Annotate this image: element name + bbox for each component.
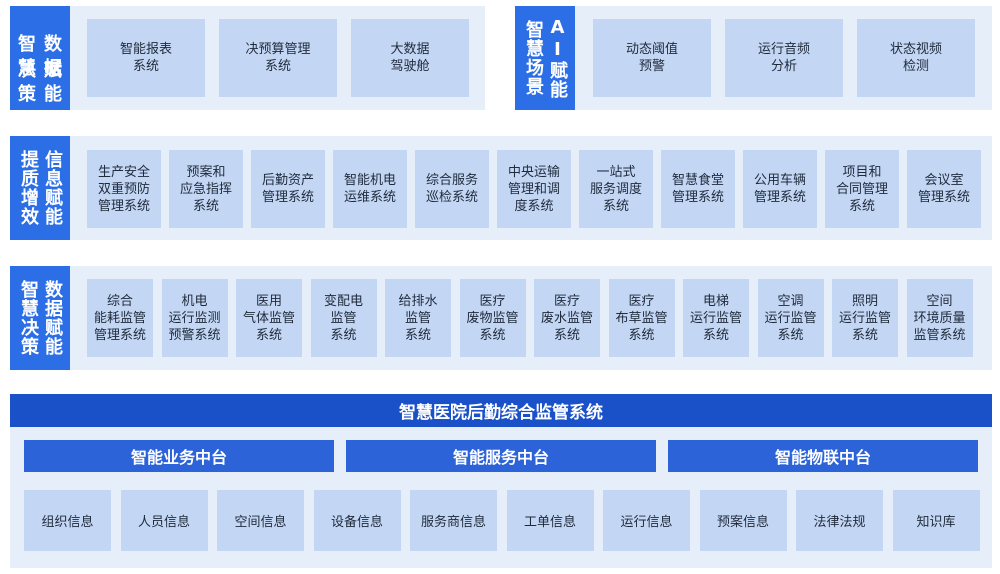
row2-item-3: 后勤资产 管理系统 bbox=[251, 150, 325, 228]
platform-3: 智能物联中台 bbox=[668, 440, 978, 472]
row2-item-5: 综合服务 巡检系统 bbox=[415, 150, 489, 228]
row2-item-8: 智慧食堂 管理系统 bbox=[661, 150, 735, 228]
row3-item-5: 给排水 监管 系统 bbox=[385, 279, 451, 357]
row1-right-label-col2: AI赋能 bbox=[547, 17, 568, 99]
row3-item-6: 医疗 废物监管 系统 bbox=[459, 279, 526, 357]
row2-item-4: 智能机电 运维系统 bbox=[333, 150, 407, 228]
row3-item-8: 医疗 布草监管 系统 bbox=[608, 279, 675, 357]
row2-item-11: 会议室 管理系统 bbox=[907, 150, 981, 228]
row2-label: 信息赋能 提质增效 bbox=[10, 136, 70, 240]
info-item-4: 设备信息 bbox=[313, 490, 401, 551]
info-item-1: 组织信息 bbox=[24, 490, 111, 551]
row2-label-col1: 提质增效 bbox=[18, 150, 39, 226]
row3-item-9: 电梯 运行监管 系统 bbox=[683, 279, 749, 357]
info-item-5: 服务商信息 bbox=[410, 490, 497, 551]
info-item-3: 空间信息 bbox=[217, 490, 304, 551]
system-banner: 智慧医院后勤综合监管系统 bbox=[10, 394, 992, 427]
platform-1: 智能业务中台 bbox=[24, 440, 334, 472]
row3-item-10: 空调 运行监管 系统 bbox=[757, 279, 824, 357]
row1-right-item-3: 状态视频 检测 bbox=[857, 19, 975, 97]
row1-right-item-2: 运行音频 分析 bbox=[725, 19, 843, 97]
row3-item-12: 空间 环境质量 监管系统 bbox=[906, 279, 973, 357]
info-item-10: 知识库 bbox=[892, 490, 980, 551]
row1-left-label-4: 赋能 bbox=[44, 60, 62, 105]
row2-item-6: 中央运输 管理和调 度系统 bbox=[497, 150, 571, 228]
row1-right-label-col1: 智慧场景 bbox=[523, 20, 544, 96]
row1-left-label-2: 数据 bbox=[44, 34, 62, 79]
row1-left-label-3: 决策 bbox=[18, 60, 36, 105]
row1-left-label-1: 智慧 bbox=[18, 34, 36, 79]
row1-left-label: 智慧 数据 决策 赋能 bbox=[10, 6, 70, 110]
row3-item-2: 机电 运行监测 预警系统 bbox=[161, 279, 228, 357]
info-item-2: 人员信息 bbox=[120, 490, 208, 551]
row3-item-11: 照明 运行监管 系统 bbox=[832, 279, 898, 357]
info-item-6: 工单信息 bbox=[506, 490, 594, 551]
row3-item-1: 综合 能耗监管 管理系统 bbox=[87, 279, 153, 357]
row3-item-4: 变配电 监管 系统 bbox=[310, 279, 377, 357]
row3-item-3: 医用 气体监管 系统 bbox=[236, 279, 302, 357]
row3-label-col1: 智慧决策 bbox=[18, 280, 39, 356]
row2-item-7: 一站式 服务调度 系统 bbox=[579, 150, 653, 228]
row2-item-1: 生产安全 双重预防 管理系统 bbox=[87, 150, 161, 228]
row1-right-label: AI赋能 智慧场景 bbox=[515, 6, 575, 110]
row3-label: 数据赋能 智慧决策 bbox=[10, 266, 70, 370]
row3-label-col2: 数据赋能 bbox=[42, 280, 63, 356]
row1-right-item-1: 动态阈值 预警 bbox=[593, 19, 711, 97]
row2-item-9: 公用车辆 管理系统 bbox=[743, 150, 817, 228]
row1-left-item-2: 决预算管理 系统 bbox=[219, 19, 337, 97]
row3-item-7: 医疗 废水监管 系统 bbox=[534, 279, 600, 357]
row1-left-item-3: 大数据 驾驶舱 bbox=[351, 19, 469, 97]
info-item-7: 运行信息 bbox=[603, 490, 690, 551]
row2-label-col2: 信息赋能 bbox=[42, 150, 63, 226]
info-item-9: 法律法规 bbox=[796, 490, 883, 551]
row1-left-item-1: 智能报表 系统 bbox=[87, 19, 205, 97]
row2-item-10: 项目和 合同管理 系统 bbox=[825, 150, 899, 228]
row2-item-2: 预案和 应急指挥 系统 bbox=[169, 150, 243, 228]
info-item-8: 预案信息 bbox=[699, 490, 787, 551]
platform-2: 智能服务中台 bbox=[346, 440, 656, 472]
